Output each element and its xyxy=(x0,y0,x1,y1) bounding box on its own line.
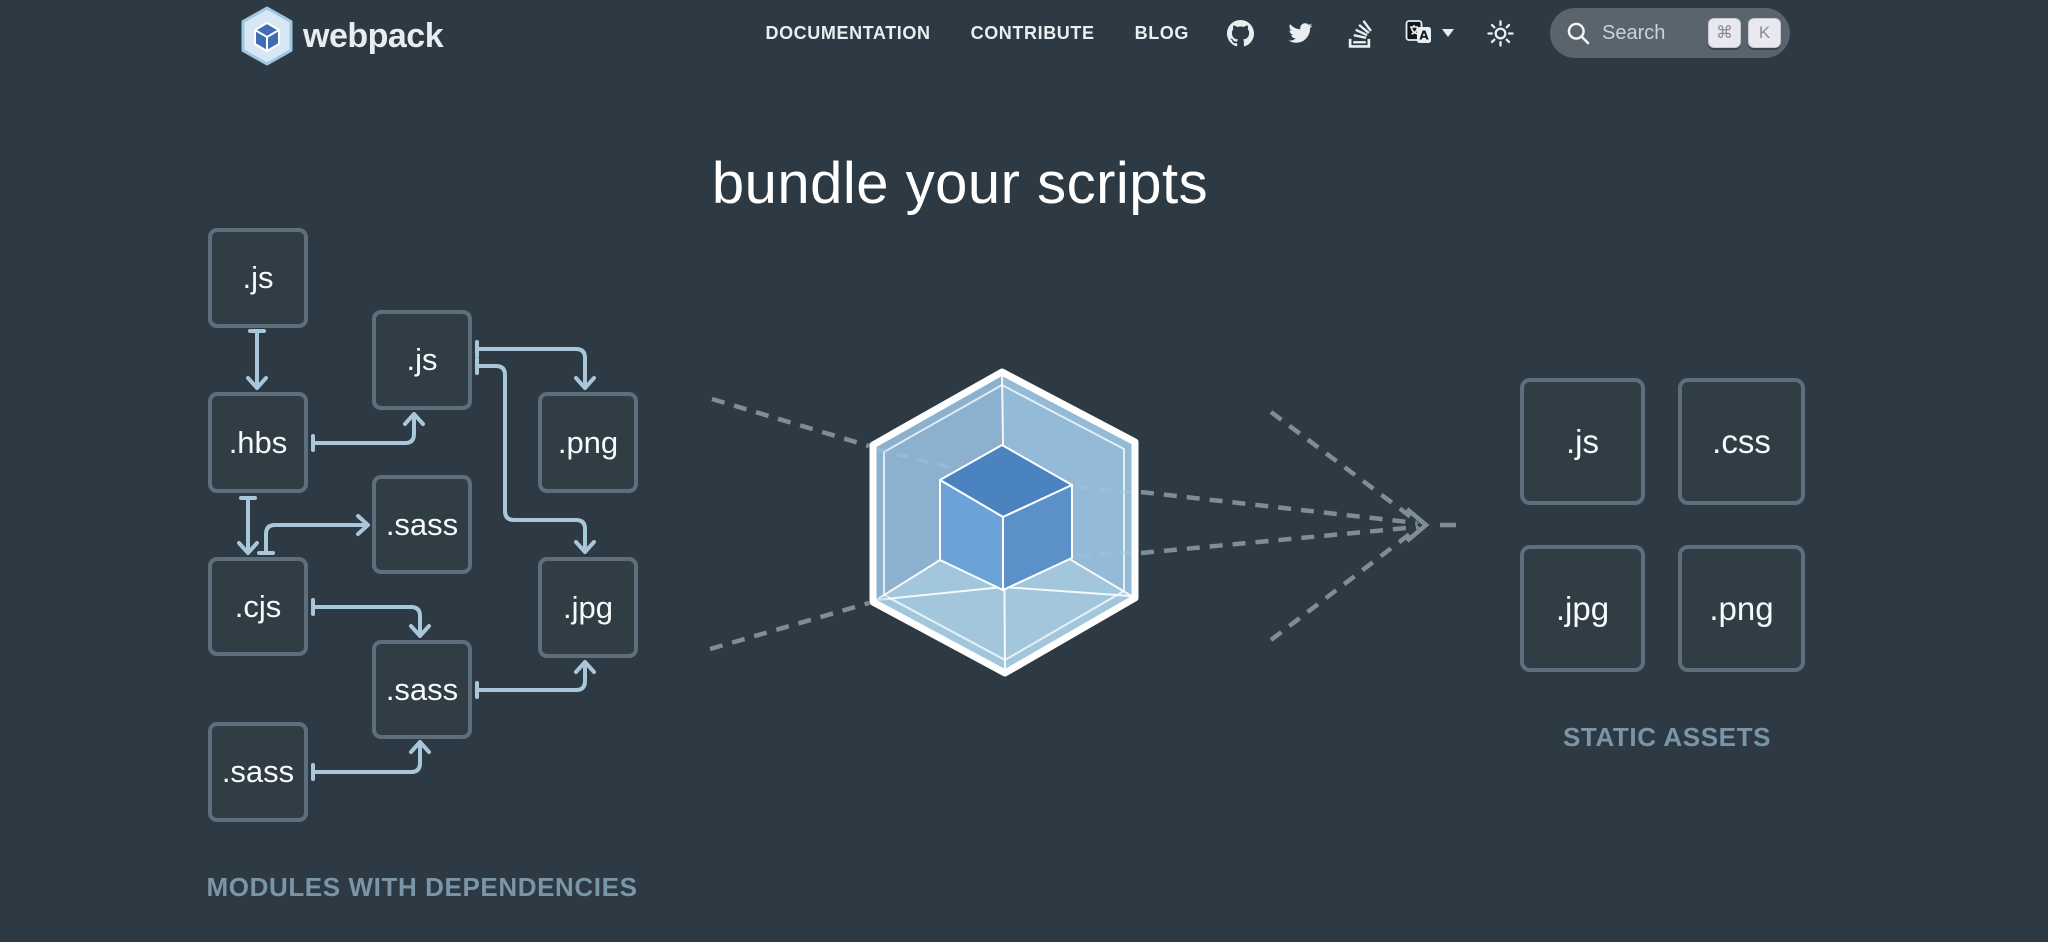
module-label: .cjs xyxy=(234,588,282,624)
header: webpack DOCUMENTATION CONTRIBUTE BLOG xyxy=(0,0,2048,66)
k-key: K xyxy=(1748,18,1781,48)
asset-box-js: .js xyxy=(1520,378,1645,505)
page-title: bundle your scripts xyxy=(711,151,1209,216)
stack-overflow-icon[interactable] xyxy=(1347,19,1372,48)
module-box-js-1: .js xyxy=(208,228,308,328)
nav-links: DOCUMENTATION CONTRIBUTE BLOG xyxy=(765,23,1189,44)
module-label: .js xyxy=(242,260,274,295)
language-caret-icon xyxy=(1442,29,1454,37)
github-icon[interactable] xyxy=(1227,19,1254,47)
webpack-logo-icon xyxy=(241,6,293,66)
module-label: .sass xyxy=(385,671,459,707)
module-box-png: .png xyxy=(538,392,638,493)
asset-label: .css xyxy=(1712,422,1771,460)
twitter-icon[interactable] xyxy=(1287,21,1314,45)
search-input[interactable]: Search ⌘ K xyxy=(1550,8,1790,58)
asset-label: .png xyxy=(1709,589,1774,627)
asset-box-png: .png xyxy=(1678,545,1805,672)
asset-label: .js xyxy=(1566,422,1599,460)
search-icon xyxy=(1567,22,1590,44)
asset-box-css: .css xyxy=(1678,378,1805,505)
header-nav: DOCUMENTATION CONTRIBUTE BLOG xyxy=(765,0,1790,66)
search-shortcut: ⌘ K xyxy=(1708,18,1781,48)
svg-text:A: A xyxy=(1419,29,1429,43)
module-box-sass-3: .sass xyxy=(208,722,308,822)
module-box-jpg: .jpg xyxy=(538,557,638,658)
webpack-cube-logo xyxy=(869,368,1139,677)
module-label: .hbs xyxy=(228,424,288,460)
module-label: .js xyxy=(406,342,438,377)
module-box-cjs: .cjs xyxy=(208,557,308,656)
module-label: .sass xyxy=(385,506,459,542)
language-selector-icon[interactable]: A xyxy=(1405,19,1454,47)
cmd-key: ⌘ xyxy=(1708,18,1741,48)
search-placeholder: Search xyxy=(1602,21,1666,44)
nav-link-contribute[interactable]: CONTRIBUTE xyxy=(970,22,1095,43)
assets-section-label: STATIC ASSETS xyxy=(1562,722,1772,752)
module-label: .png xyxy=(557,424,619,460)
module-box-js-2: .js xyxy=(372,310,472,410)
nav-icons: A xyxy=(1227,19,1514,48)
nav-link-documentation[interactable]: DOCUMENTATION xyxy=(765,22,931,43)
nav-link-blog[interactable]: BLOG xyxy=(1134,22,1189,43)
module-label: .sass xyxy=(221,754,295,789)
module-label: .jpg xyxy=(563,589,613,625)
asset-box-jpg: .jpg xyxy=(1520,545,1645,672)
module-box-hbs: .hbs xyxy=(208,392,308,493)
webpack-logo[interactable]: webpack xyxy=(240,6,444,66)
module-box-sass-1: .sass xyxy=(372,475,472,574)
logo-wordmark[interactable]: webpack xyxy=(303,16,444,55)
asset-label: .jpg xyxy=(1555,589,1610,627)
light-theme-sun-icon[interactable] xyxy=(1487,19,1514,47)
modules-section-label: MODULES WITH DEPENDENCIES xyxy=(206,872,638,902)
module-box-sass-2: .sass xyxy=(372,640,472,739)
